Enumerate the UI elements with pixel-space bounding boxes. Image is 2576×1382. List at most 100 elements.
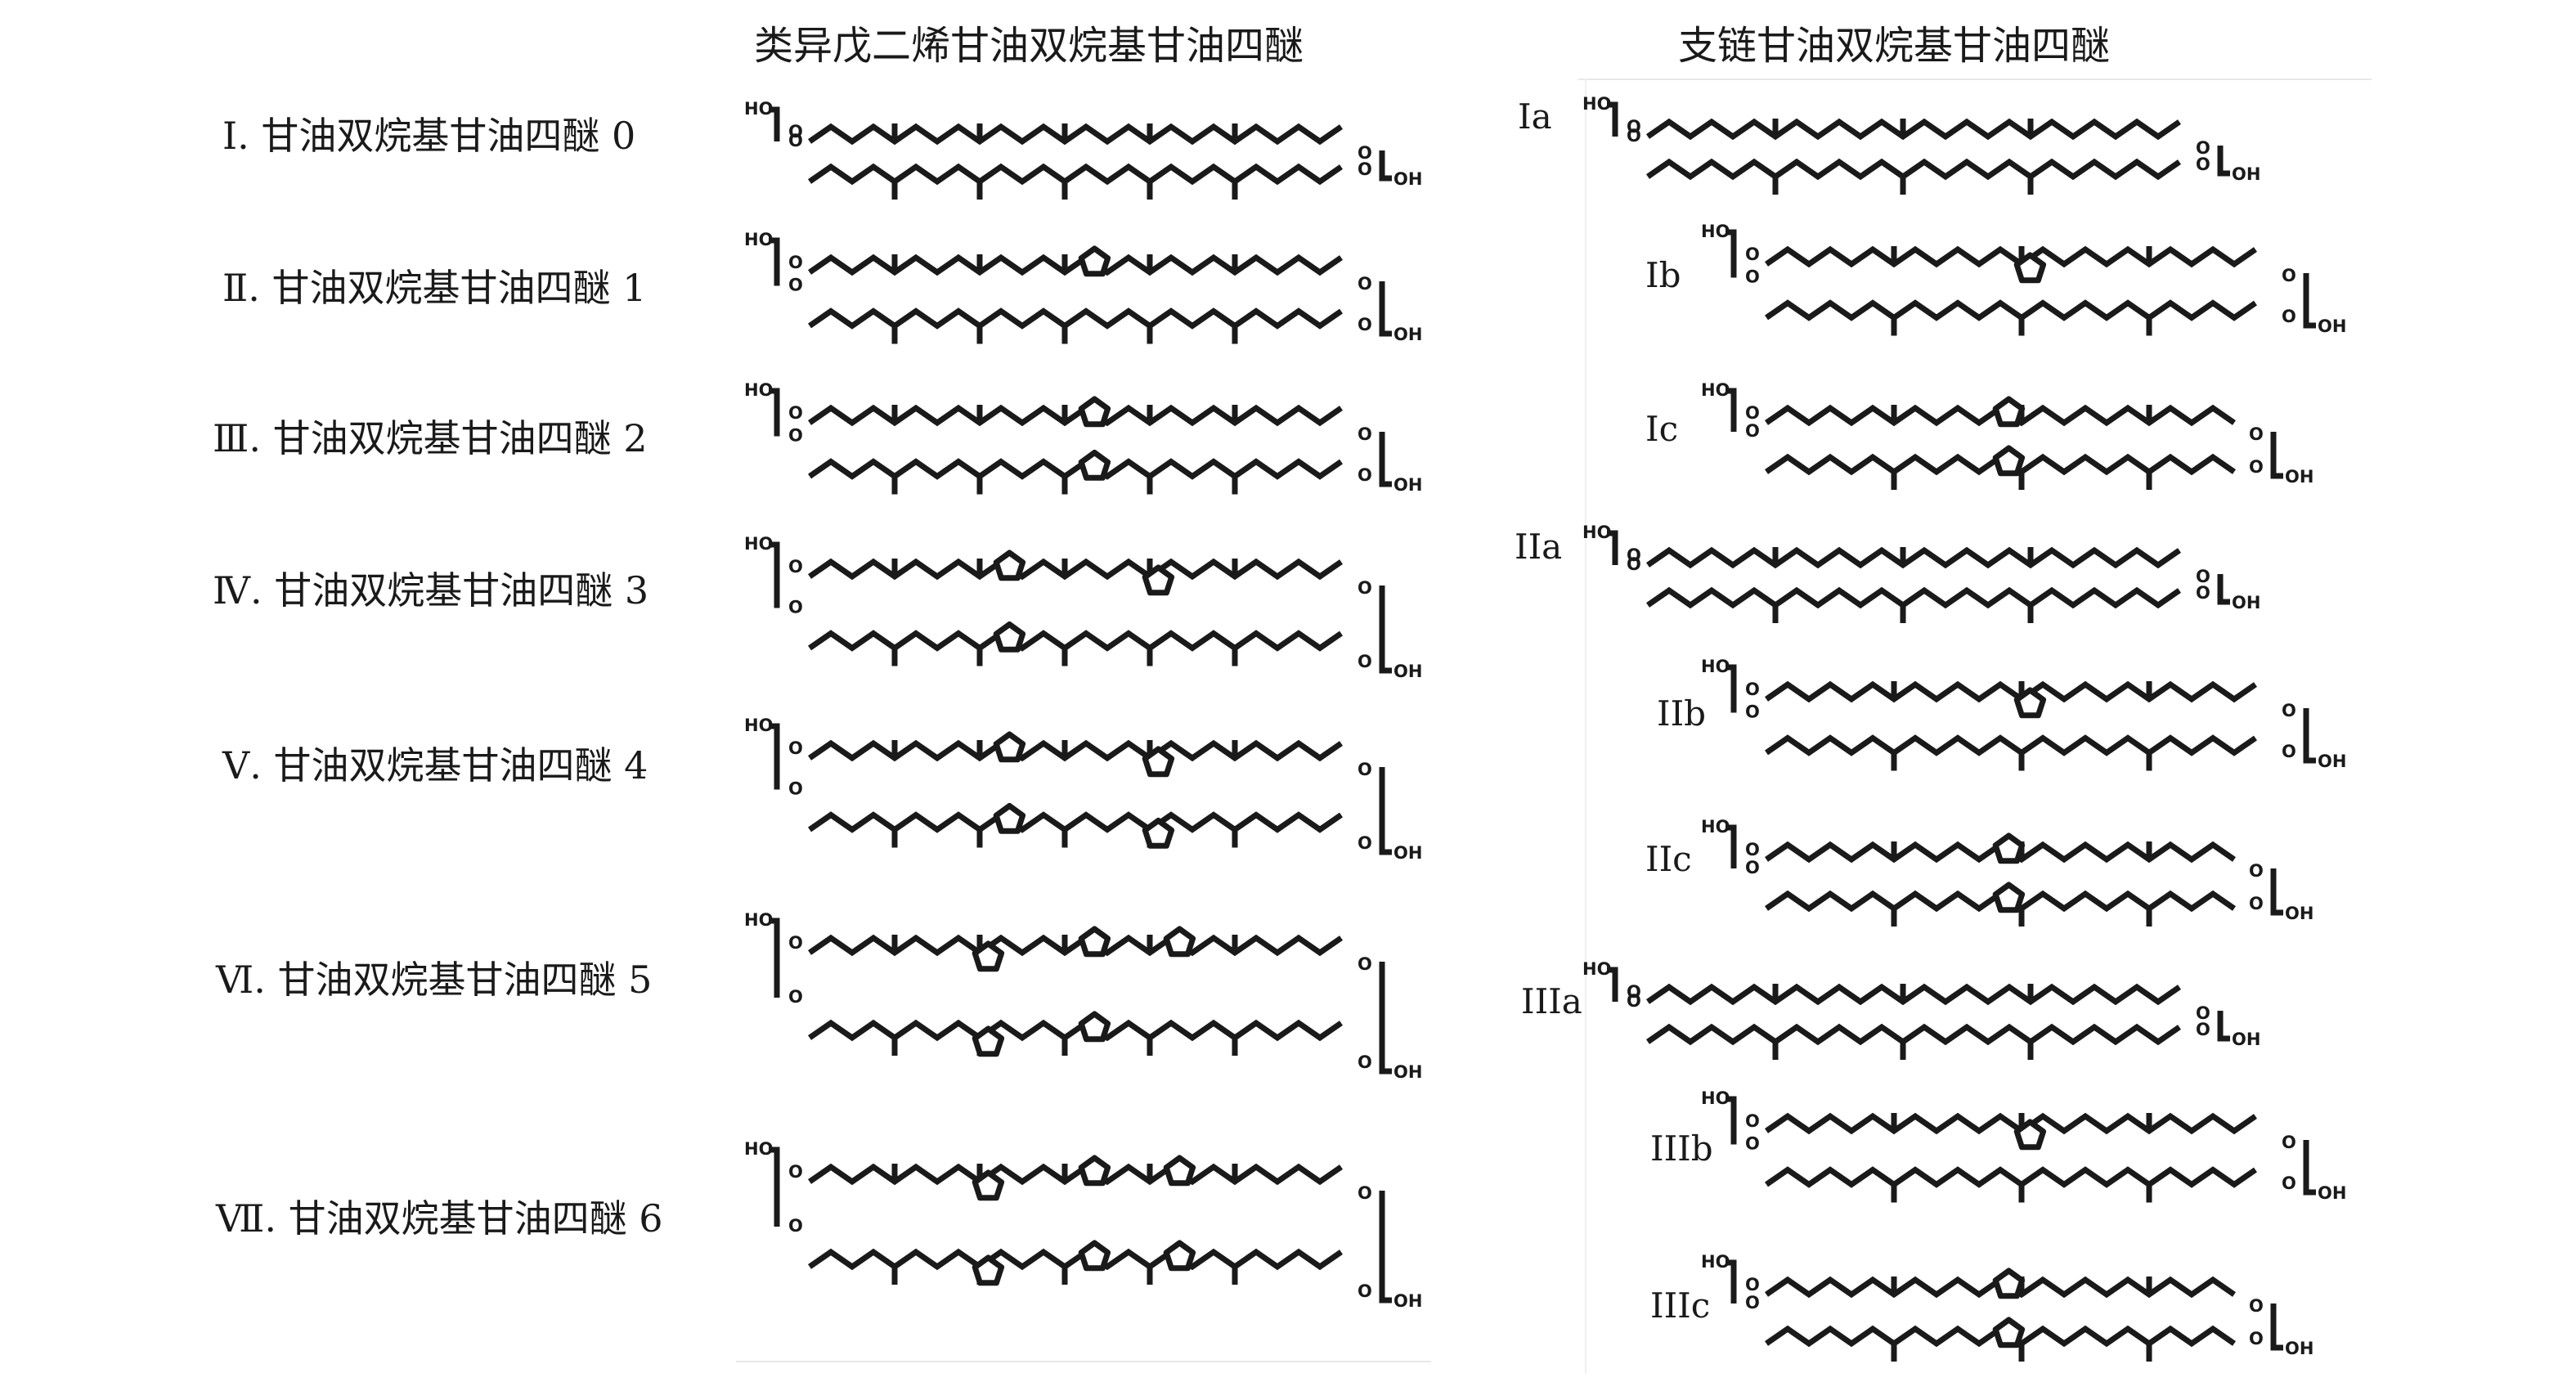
- glycerol-backbone: [2217, 1011, 2230, 1042]
- ether-oxygen-label: O: [788, 557, 803, 577]
- ether-oxygen-label: O: [1745, 840, 1760, 859]
- hydroxyl-label: OH: [1393, 475, 1422, 495]
- ether-oxygen-label: O: [1745, 267, 1760, 287]
- hydroxyl-label: OH: [1393, 843, 1422, 863]
- cyclopentane-ring: [1142, 818, 1175, 849]
- alkyl-chain: [1646, 158, 2181, 181]
- ether-oxygen-label: O: [1745, 403, 1760, 423]
- glycerol-backbone: [2270, 1303, 2283, 1351]
- alkyl-chain: [808, 558, 1343, 581]
- ether-oxygen-label: O: [2196, 155, 2210, 174]
- ether-oxygen-label: O: [1358, 578, 1372, 598]
- cyclopentane-ring: [993, 550, 1026, 581]
- cyclopentane-ring: [1992, 832, 2026, 864]
- cyclopentane-ring: [1078, 450, 1111, 481]
- cyclopentane-ring: [1142, 564, 1175, 596]
- ether-oxygen-label: O: [1627, 991, 1641, 1011]
- ether-oxygen-label: O: [2282, 307, 2296, 326]
- cyclopentane-ring: [972, 1025, 1005, 1057]
- alkyl-chain: [808, 458, 1343, 480]
- glycerol-backbone: [769, 723, 780, 790]
- gdgt-label: Ia: [1518, 96, 1552, 137]
- cyclopentane-ring: [2013, 1119, 2047, 1151]
- ether-oxygen-label: O: [1627, 554, 1641, 574]
- gdgt-label: IIa: [1515, 527, 1563, 567]
- alkyl-chain: [808, 404, 1343, 427]
- gdgt-label: IIc: [1645, 839, 1692, 879]
- ether-oxygen-label: O: [2282, 701, 2296, 720]
- gdgt-label: Ⅴ. 甘油双烷基甘油四醚 4: [222, 743, 648, 787]
- hydroxyl-label: OH: [1393, 662, 1422, 681]
- ether-oxygen-label: O: [1358, 143, 1372, 163]
- ether-oxygen-label: O: [1358, 652, 1372, 671]
- ether-oxygen-label: O: [1627, 117, 1641, 137]
- heading-isoprenoid-gdgt: 类异戊二烯甘油双烷基甘油四醚: [754, 23, 1304, 69]
- ether-oxygen-label: O: [788, 1162, 803, 1182]
- hydroxyl-label: OH: [2318, 316, 2346, 336]
- hydroxyl-label: HO: [744, 99, 773, 119]
- glycerol-backbone: [1379, 281, 1392, 337]
- ether-oxygen-label: O: [788, 779, 803, 799]
- ether-oxygen-label: O: [2196, 583, 2210, 603]
- ether-oxygen-label: O: [1358, 424, 1372, 444]
- alkyl-chain: [808, 307, 1343, 330]
- glycerol-backbone: [2303, 273, 2316, 329]
- ether-oxygen-label: O: [788, 738, 803, 758]
- hydroxyl-label: HO: [1701, 1252, 1730, 1272]
- cyclopentane-ring: [1163, 1240, 1196, 1272]
- ether-oxygen-label: O: [2282, 266, 2296, 285]
- ether-oxygen-label: O: [1358, 159, 1372, 179]
- glycerol-backbone: [769, 388, 780, 437]
- alkyl-chain: [808, 1019, 1343, 1042]
- ether-oxygen-label: O: [1358, 1052, 1372, 1072]
- ether-oxygen-label: O: [1745, 1134, 1760, 1154]
- ether-oxygen-label: O: [2282, 742, 2296, 761]
- ether-oxygen-label: O: [788, 276, 803, 295]
- glycerol-backbone: [1726, 1096, 1737, 1145]
- alkyl-chain: [808, 1163, 1343, 1186]
- ether-oxygen-label: O: [2196, 567, 2210, 586]
- heading-branched-gdgt: 支链甘油双烷基甘油四醚: [1678, 23, 2111, 69]
- alkyl-chain: [1646, 983, 2181, 1006]
- ether-oxygen-label: O: [788, 426, 803, 446]
- ether-oxygen-label: O: [2249, 894, 2264, 913]
- ether-oxygen-label: O: [1745, 1275, 1760, 1295]
- glycerol-backbone: [1726, 1259, 1737, 1303]
- hydroxyl-label: OH: [1393, 1291, 1422, 1311]
- cyclopentane-ring: [972, 1254, 1005, 1286]
- hydroxyl-label: OH: [2285, 904, 2313, 923]
- ether-oxygen-label: O: [2196, 138, 2210, 158]
- hydroxyl-label: HO: [1582, 94, 1611, 114]
- gdgt-label: Ic: [1645, 409, 1679, 449]
- glycerol-backbone: [769, 541, 780, 608]
- divider-bottom: [736, 1361, 1431, 1362]
- cyclopentane-ring: [2013, 687, 2047, 719]
- gdgt-label: IIb: [1657, 693, 1707, 734]
- cyclopentane-ring: [1992, 445, 2026, 477]
- glycerol-backbone: [2217, 146, 2230, 177]
- alkyl-chain: [808, 630, 1343, 652]
- cyclopentane-ring: [2013, 252, 2047, 284]
- ether-oxygen-label: O: [1358, 274, 1372, 294]
- ether-oxygen-label: O: [2249, 861, 2264, 881]
- hydroxyl-label: OH: [2232, 1030, 2260, 1049]
- ether-oxygen-label: O: [2249, 457, 2264, 477]
- cyclopentane-ring: [1992, 396, 2026, 428]
- cyclopentane-ring: [993, 621, 1026, 653]
- ether-oxygen-label: O: [1358, 954, 1372, 974]
- ether-oxygen-label: O: [1745, 680, 1760, 699]
- glycerol-backbone: [2270, 868, 2283, 916]
- cyclopentane-ring: [972, 1169, 1005, 1201]
- alkyl-chain: [1765, 680, 2257, 703]
- ether-oxygen-label: O: [1745, 1293, 1760, 1312]
- ether-oxygen-label: O: [1358, 465, 1372, 485]
- ether-oxygen-label: O: [788, 933, 803, 953]
